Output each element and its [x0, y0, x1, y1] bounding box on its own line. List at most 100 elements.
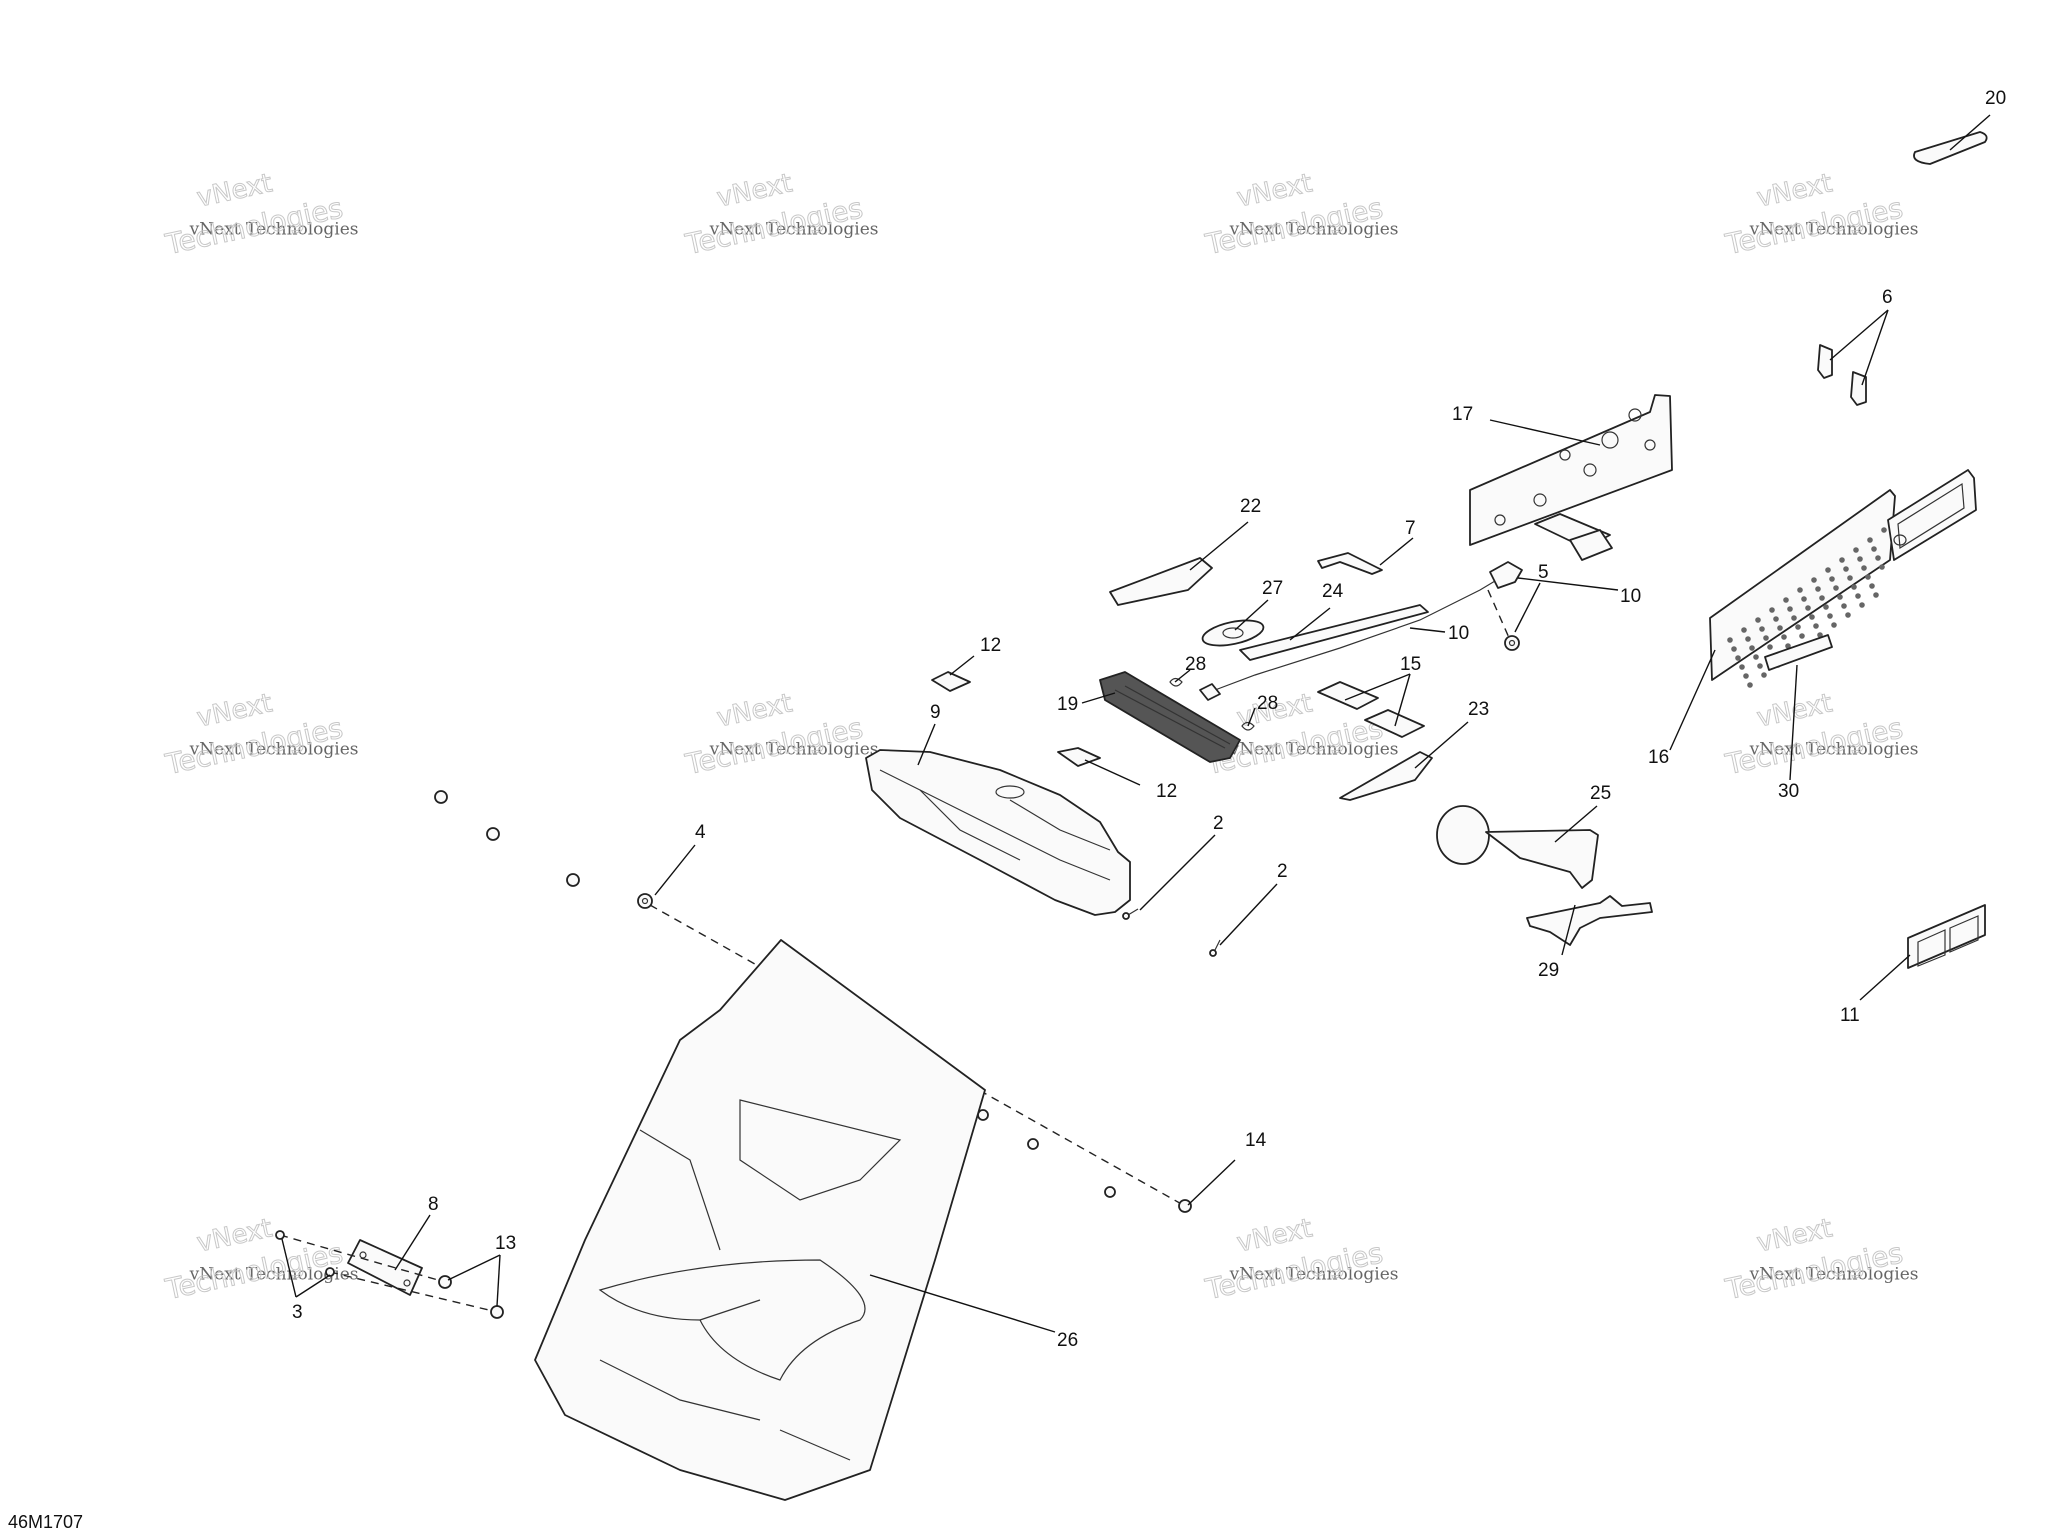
callout-3: 3	[292, 1302, 303, 1323]
perforation-dot	[1769, 607, 1775, 613]
perforation-dot	[1869, 583, 1875, 589]
part-14-washers	[977, 1109, 1192, 1213]
part-20-decal	[1913, 131, 1988, 165]
perforation-dot	[1757, 663, 1763, 669]
perforation-dot	[1809, 614, 1815, 620]
callout-12: 12	[1156, 781, 1177, 802]
perforation-dot	[1871, 546, 1877, 552]
perforation-dot	[1881, 527, 1887, 533]
assembly-line	[649, 904, 1186, 1207]
callout-30: 30	[1778, 781, 1799, 802]
callout-26: 26	[1057, 1330, 1078, 1351]
perforation-dot	[1781, 634, 1787, 640]
perforation-dot	[1791, 615, 1797, 621]
watermark-grid: vNext vNext Technologies Technologies vN…	[161, 168, 1919, 1307]
perforation-dot	[1841, 603, 1847, 609]
perforation-dot	[1867, 537, 1873, 543]
part-3-screws	[275, 1230, 335, 1277]
watermark: vNext vNext Technologies Technologies	[161, 168, 358, 262]
perforation-dot	[1831, 622, 1837, 628]
perforation-dot	[1865, 574, 1871, 580]
watermark: vNext vNext Technologies Technologies	[1721, 1213, 1919, 1307]
part-13-nuts	[438, 1275, 504, 1319]
watermark: vNext vNext Technologies Technologies	[1721, 688, 1918, 782]
part-30-decal	[1764, 634, 1833, 671]
callout-labels: 20 6 17 22 7 10 27 24 10 5 12 28 15 19 2…	[292, 88, 2006, 1351]
perforation-dot	[1839, 557, 1845, 563]
perforation-dot	[1837, 594, 1843, 600]
perforation-dot	[1873, 592, 1879, 598]
callout-19: 19	[1057, 694, 1078, 715]
perforation-dot	[1727, 637, 1733, 643]
callout-8: 8	[428, 1194, 439, 1215]
callout-25: 25	[1590, 783, 1611, 804]
callout-5: 5	[1538, 562, 1549, 583]
part-28-clip	[1169, 677, 1183, 687]
perforation-dot	[1861, 565, 1867, 571]
part-15-pads	[1317, 681, 1425, 738]
assembly-line	[329, 1271, 498, 1313]
callout-23: 23	[1468, 699, 1489, 720]
perforation-dot	[1815, 586, 1821, 592]
callout-27: 27	[1262, 578, 1283, 599]
perforation-dot	[1801, 596, 1807, 602]
perforation-dot	[1787, 606, 1793, 612]
part-29-bracket	[1526, 895, 1653, 946]
callout-11: 11	[1840, 1005, 1860, 1026]
perforation-dot	[1763, 635, 1769, 641]
perforation-dot	[1859, 602, 1865, 608]
svg-text:vNext Technologies: vNext Technologies	[1229, 1264, 1399, 1284]
perforation-dot	[1797, 587, 1803, 593]
svg-text:vNext Technologies: vNext Technologies	[1749, 219, 1919, 239]
callout-2: 2	[1213, 813, 1224, 834]
svg-text:vNext Technologies: vNext Technologies	[1229, 219, 1399, 239]
part-4-nut	[637, 893, 653, 909]
callout-29: 29	[1538, 960, 1559, 981]
callout-15: 15	[1400, 654, 1421, 675]
part-24-strip	[1239, 604, 1429, 661]
perforation-dot	[1811, 577, 1817, 583]
perforation-dot	[1853, 547, 1859, 553]
perforation-dot	[1743, 673, 1749, 679]
callout-14: 14	[1245, 1130, 1267, 1151]
perforation-dot	[1823, 604, 1829, 610]
part-5-nut	[1504, 635, 1520, 651]
part-19-taillight	[1099, 671, 1241, 763]
callout-28: 28	[1257, 693, 1278, 714]
svg-text:vNext Technologies: vNext Technologies	[709, 219, 879, 239]
part-28-clip	[1241, 721, 1255, 731]
part-27-badge	[1201, 619, 1265, 647]
perforation-dot	[1777, 625, 1783, 631]
callout-9: 9	[930, 702, 941, 723]
perforation-dot	[1847, 575, 1853, 581]
perforation-dot	[1879, 564, 1885, 570]
perforation-dot	[1813, 623, 1819, 629]
watermark: vNext vNext Technologies Technologies	[1201, 1213, 1399, 1307]
svg-text:vNext Technologies: vNext Technologies	[1749, 1264, 1919, 1284]
watermark: vNext vNext Technologies Technologies	[161, 688, 358, 782]
part-10-harness	[1199, 561, 1523, 701]
callout-10: 10	[1620, 586, 1641, 607]
svg-text:vNext Technologies: vNext Technologies	[1229, 739, 1399, 759]
perforation-dot	[1795, 624, 1801, 630]
part-6-clips	[1817, 344, 1867, 406]
perforation-dot	[1833, 585, 1839, 591]
perforation-dot	[1749, 645, 1755, 651]
perforation-dot	[1773, 616, 1779, 622]
perforation-dot	[1799, 633, 1805, 639]
part-22-trim	[1109, 557, 1213, 606]
callout-12: 12	[980, 635, 1001, 656]
perforation-dot	[1761, 672, 1767, 678]
perforation-dot	[1741, 627, 1747, 633]
callout-24: 24	[1322, 581, 1344, 602]
callout-28: 28	[1185, 654, 1206, 675]
part-2-screw	[1209, 939, 1221, 957]
callout-7: 7	[1405, 518, 1416, 539]
part-23-trim	[1339, 751, 1433, 801]
callout-16: 16	[1648, 747, 1669, 768]
callout-22: 22	[1240, 496, 1261, 517]
perforation-dot	[1753, 654, 1759, 660]
part-25-mirror	[1436, 805, 1599, 889]
perforation-dot	[1855, 593, 1861, 599]
